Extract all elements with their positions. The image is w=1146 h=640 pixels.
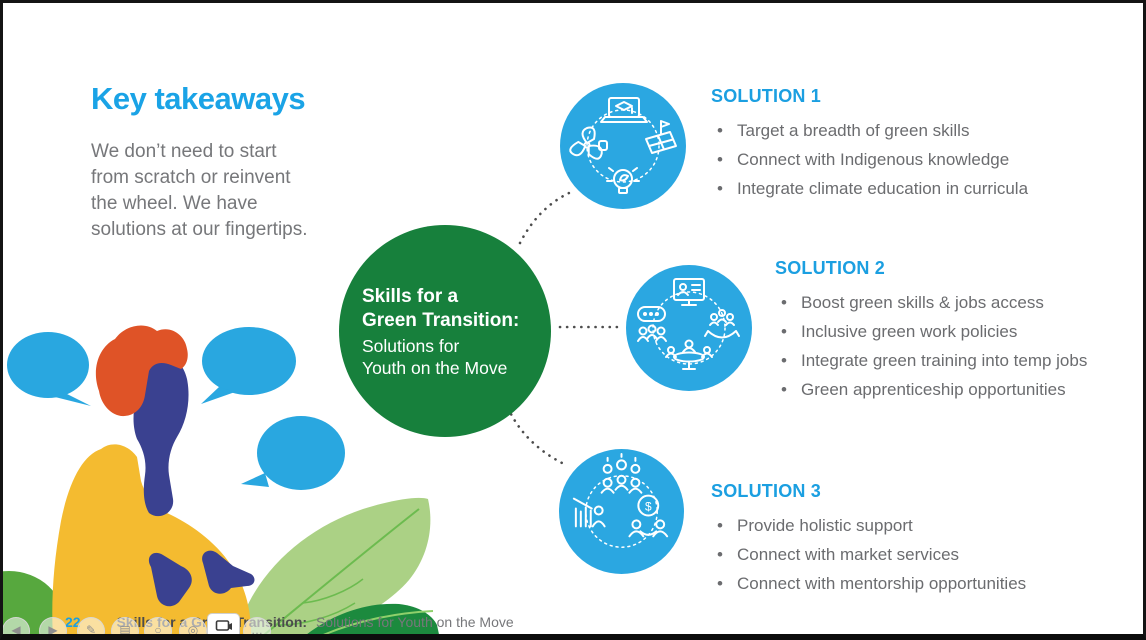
previous-icon: ◀: [11, 623, 21, 637]
leaf-icon: [307, 603, 439, 634]
solution-3-icon-circle: $: [559, 449, 684, 574]
solution-2-list: Boost green skills & jobs access Inclusi…: [775, 288, 1087, 404]
central-topic-circle: Skills for a Green Transition: Solutions…: [339, 225, 551, 437]
turbine-icon: [569, 126, 608, 160]
bullet-item: Green apprenticeship opportunities: [775, 375, 1087, 404]
bullet-item: Boost green skills & jobs access: [775, 288, 1087, 317]
solution-2-block: SOLUTION 2 Boost green skills & jobs acc…: [775, 258, 1087, 404]
group-chat-icon: [637, 306, 667, 342]
hands-holding-people-icon: [704, 309, 740, 339]
pointer-icon: ◎: [187, 623, 199, 637]
speech-bubble-icon: [241, 416, 345, 490]
speech-bubble-icon: [201, 327, 296, 404]
solution-1-block: SOLUTION 1 Target a breadth of green ski…: [711, 86, 1028, 203]
monitor-profile-icon: [673, 278, 705, 306]
play-icon: ▶: [48, 623, 58, 637]
screen-share-button[interactable]: [207, 613, 240, 634]
presenter-chart-icon: [572, 497, 606, 528]
person-speech-bubbles-illustration: [3, 325, 439, 634]
bullet-item: Integrate climate education in curricula: [711, 174, 1028, 203]
lightbulb-plant-icon: [606, 167, 640, 194]
bullet-item: Provide holistic support: [711, 511, 1026, 540]
bullet-item: Connect with mentorship opportunities: [711, 569, 1026, 598]
intro-text: We don’t need to start from scratch or r…: [91, 141, 308, 240]
solution-3-block: SOLUTION 3 Provide holistic support Conn…: [711, 481, 1026, 598]
ideas-group-icon: [600, 452, 643, 494]
slide-title: Key takeaways: [91, 81, 306, 116]
solution-1-heading: SOLUTION 1: [711, 86, 822, 106]
solution-3-list: Provide holistic support Connect with ma…: [711, 511, 1026, 598]
page-number: 22: [65, 614, 81, 630]
solution-1-list: Target a breadth of green skills Connect…: [711, 116, 1028, 203]
edit-button[interactable]: ✎: [77, 617, 105, 637]
round-table-icon: [665, 339, 713, 370]
bullet-item: Connect with market services: [711, 540, 1026, 569]
ellipsis-icon: …: [251, 623, 263, 637]
pencil-icon: ✎: [85, 623, 97, 637]
laptop-graduation-icon: [600, 97, 648, 123]
play-button[interactable]: ▶: [39, 617, 67, 637]
central-topic-title: Skills for a Green Transition:: [362, 286, 520, 331]
previous-slide-button[interactable]: ◀: [3, 617, 30, 637]
solution-2-heading: SOLUTION 2: [775, 258, 886, 278]
speech-bubble-icon: [7, 332, 91, 406]
solution-1-icon-circle: [560, 83, 686, 209]
mentor-dollar-icon: $: [628, 494, 669, 538]
bullet-item: Inclusive green work policies: [775, 317, 1087, 346]
printer-icon: ▤: [119, 623, 131, 637]
solution-3-heading: SOLUTION 3: [711, 481, 822, 501]
pointer-button[interactable]: ◎: [179, 617, 207, 637]
leaf-icon: [236, 497, 431, 634]
bullet-item: Connect with Indigenous knowledge: [711, 145, 1028, 174]
bullet-item: Integrate green training into temp jobs: [775, 346, 1087, 375]
dollar-sign-glyph: $: [645, 500, 652, 514]
screen-share-icon: [215, 620, 232, 631]
solution-2-icon-circle: [626, 265, 752, 391]
central-topic-subtitle: Solutions for Youth on the Move: [362, 336, 508, 378]
magnifier-icon: ○: [154, 623, 162, 637]
zoom-button[interactable]: ○: [144, 617, 172, 637]
more-options-button[interactable]: …: [243, 617, 271, 637]
deck-title-regular: Solutions for Youth on the Move: [315, 614, 514, 630]
print-button[interactable]: ▤: [111, 617, 139, 637]
person-illustration: [52, 325, 255, 634]
bullet-item: Target a breadth of green skills: [711, 116, 1028, 145]
game-board-flag-icon: [645, 120, 677, 154]
